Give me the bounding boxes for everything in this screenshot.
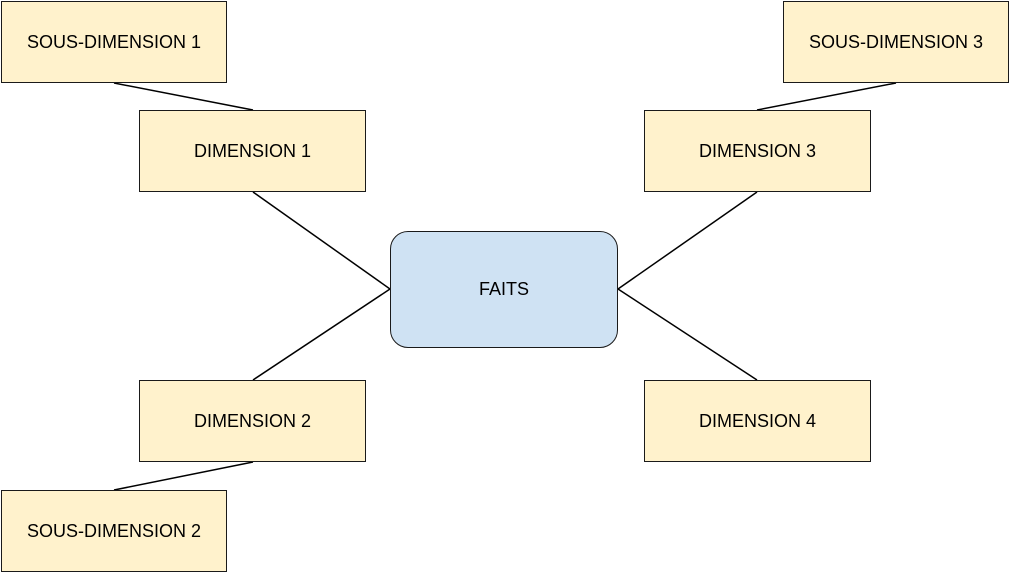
sous-dimension-3-label: SOUS-DIMENSION 3 [808, 31, 984, 52]
edge-faits-dimension-3 [617, 191, 758, 290]
dimension-2-label: DIMENSION 2 [193, 410, 312, 431]
dimension-1-label: DIMENSION 1 [193, 140, 312, 161]
sous-dimension-1-label: SOUS-DIMENSION 1 [26, 31, 202, 52]
edge-faits-dimension-1 [252, 191, 391, 290]
faits-label: FAITS [478, 279, 529, 299]
faits-box: FAITS [390, 231, 618, 348]
dimension-3-label: DIMENSION 3 [698, 140, 817, 161]
edge-dimension-1-sous-dimension-1 [113, 82, 254, 111]
edge-dimension-3-sous-dimension-3 [756, 82, 897, 111]
dimension-1-box: DIMENSION 1 [139, 110, 366, 192]
sous-dimension-2-label: SOUS-DIMENSION 2 [26, 520, 202, 541]
dimension-3-box: DIMENSION 3 [644, 110, 871, 192]
sous-dimension-3-box: SOUS-DIMENSION 3 [783, 1, 1009, 83]
edge-faits-dimension-4 [617, 288, 758, 381]
dimension-2-box: DIMENSION 2 [139, 380, 366, 462]
dimension-4-box: DIMENSION 4 [644, 380, 871, 462]
sous-dimension-2-box: SOUS-DIMENSION 2 [1, 490, 227, 572]
edge-faits-dimension-2 [252, 288, 391, 381]
edge-dimension-2-sous-dimension-2 [113, 461, 254, 491]
dimension-4-label: DIMENSION 4 [698, 410, 817, 431]
sous-dimension-1-box: SOUS-DIMENSION 1 [1, 1, 227, 83]
